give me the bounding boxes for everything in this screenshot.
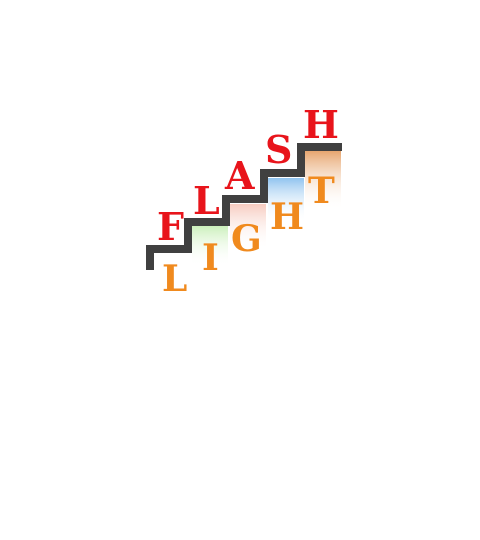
step-fill-green	[192, 226, 228, 266]
letter-top-3: A	[224, 153, 255, 198]
letter-bottom-4: H	[270, 196, 304, 238]
letter-bottom-3: G	[231, 218, 262, 260]
letter-top-5: H	[303, 102, 339, 147]
letter-bottom-2: I	[202, 237, 219, 279]
letter-bottom-1: L	[162, 258, 187, 300]
letter-top-4: S	[265, 127, 292, 172]
letter-bottom-5: T	[308, 170, 335, 212]
letter-top-1: F	[157, 204, 184, 249]
letter-top-2: L	[193, 178, 220, 223]
staircase-line	[146, 143, 342, 270]
step-fill-pink	[230, 204, 266, 250]
step-fill-blue	[268, 178, 304, 222]
step-fill-orange	[305, 150, 341, 210]
